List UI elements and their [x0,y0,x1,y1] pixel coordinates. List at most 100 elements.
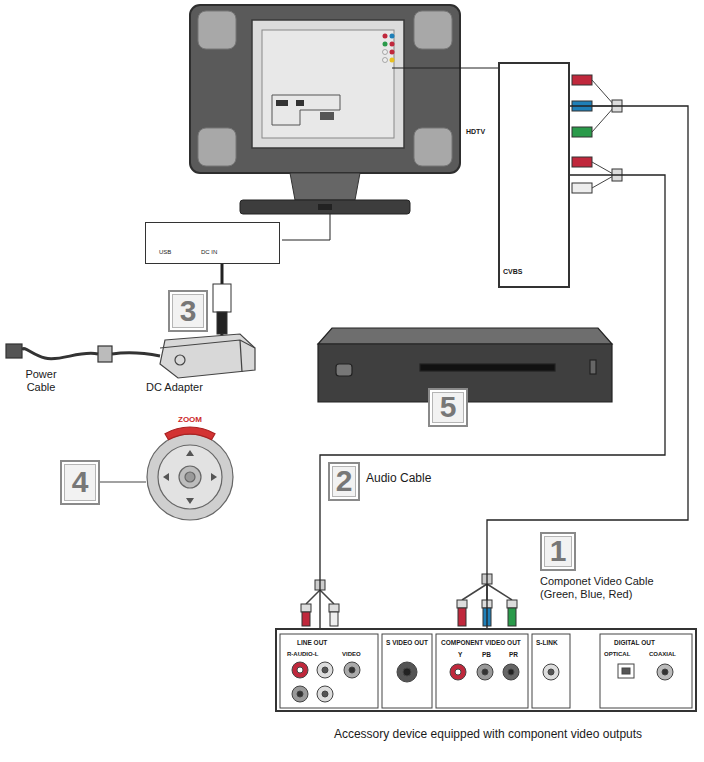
callout-number: 1 [540,532,576,571]
monitor-part [272,95,340,125]
control-button [100,427,233,520]
callout-number: 4 [60,460,100,505]
device-panel-part [317,686,333,702]
device-panel-part [532,634,570,708]
panel-plugs-part [572,75,592,85]
monitor-part [320,112,334,120]
control-button-part [163,450,217,504]
device-panel-part [543,664,559,680]
power-cable-part [112,353,160,356]
device-plugs-part [458,608,466,626]
panel-label: S VIDEO OUT [386,639,428,646]
dc-adapter [160,334,255,378]
device-plugs-part [329,604,339,612]
device-panel-part [349,667,355,673]
device-panel-part [397,662,417,682]
device-panel-part [322,667,328,673]
part-label: Componet Video Cable (Green, Blue, Red) [540,575,672,600]
part-label: DC Adapter [146,381,203,394]
monitor-part [296,100,304,106]
monitor-part [390,50,395,55]
dc-adapter-part [175,355,185,365]
device-plugs-part [508,608,516,626]
callout-number: 2 [336,464,353,499]
device-panel-part [403,668,411,676]
panel-label: OPTICAL [604,651,630,658]
dvd-player-part [336,364,352,376]
control-button-part [179,466,201,488]
monitor-part [252,20,404,148]
dc-adapter-part [240,340,242,372]
panel-label: S-LINK [536,639,558,646]
device-panel-part [292,662,308,678]
monitor-part [290,173,360,200]
device-panel-part [548,669,554,675]
part-label: Power Cable [18,368,64,393]
device-panel-part [622,668,630,674]
monitor-part [383,42,388,47]
monitor-part [198,11,236,49]
monitor-part [276,100,288,106]
power-cable-part [98,346,112,362]
power-cable-part [22,349,98,359]
panel-label: CVBS [503,268,522,276]
monitor-part [414,11,452,49]
device-panel-part [657,664,673,680]
monitor-part [390,34,395,39]
panel-plugs-part [572,183,592,193]
power-ports-part [221,264,224,284]
device-panel-part [477,664,493,680]
device-panel-part [503,664,519,680]
panel-label: DC IN [201,249,217,256]
device-plugs-part [301,604,311,612]
port-box: USBDC IN [145,222,280,264]
monitor-part [383,50,388,55]
panel-plugs-part [572,157,592,167]
panel-label: VIDEO [342,651,361,658]
cable-line [320,175,665,628]
control-button-part [185,472,195,482]
monitor-part [240,200,410,214]
panel-label: Y [458,651,462,658]
panel-label: PB [482,651,491,658]
device-panel-part [436,634,528,708]
panel-label: DIGITAL OUT [614,639,655,646]
callout-number: 3 [168,290,208,332]
button-label: ZOOM [170,415,210,424]
callout-number: 5 [440,390,457,425]
control-button-part [147,434,233,520]
accessory-device: LINE OUTR-AUDIO-LVIDEOS VIDEO OUTCOMPONE… [275,628,697,712]
dvd-player-part [590,360,596,374]
device-panel-part [600,634,692,708]
jack-panel: HDTVCVBS [498,62,570,288]
callout-number: 5 [428,388,468,427]
monitor-part [262,30,394,138]
device-panel-part [382,634,432,708]
device-plugs [301,574,517,626]
panel-plugs-part [572,127,592,137]
monitor-part [318,204,332,210]
panel-label: HDTV [466,128,485,136]
panel-label: PR [509,651,518,658]
dvd-player-part [318,328,612,344]
dc-adapter-part [160,334,255,378]
monitor-part [190,5,460,173]
panel-label: COAXIAL [649,651,676,658]
monitor-part [392,68,498,69]
part-label: Audio Cable [366,472,431,486]
control-button-part [100,481,146,482]
panel-label: R-AUDIO-L [287,651,318,658]
device-panel-part [297,667,303,673]
device-panel-part [508,669,514,675]
control-button-part [158,445,222,509]
panel-label: Accessory device equipped with component… [277,728,699,742]
callout-number: 3 [180,294,197,329]
device-panel-part [455,669,461,675]
panel-label: COMPONENT VIDEO OUT [441,639,521,646]
device-panel-part [344,662,360,678]
control-button-part [165,427,215,440]
device-plugs-part [457,600,467,608]
device-panel-part [297,691,303,697]
